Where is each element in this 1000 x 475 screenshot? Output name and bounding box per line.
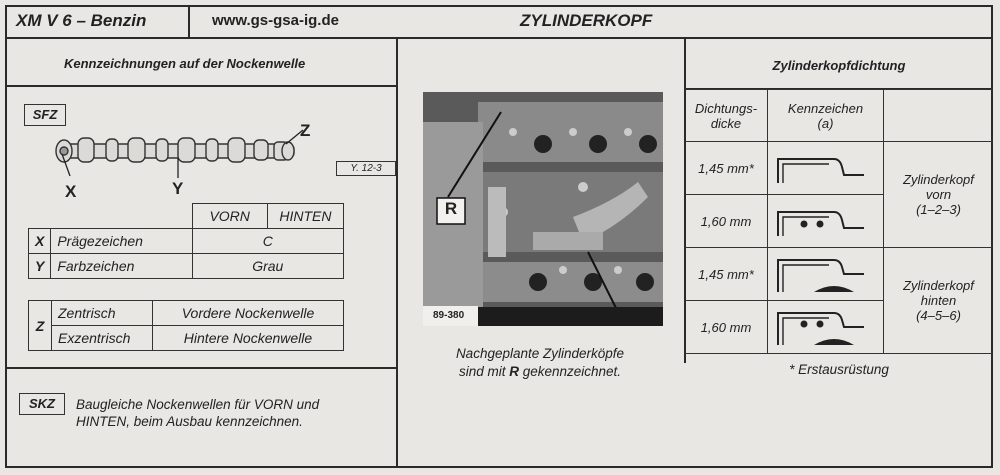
gasket-mark [767, 247, 884, 301]
skz-rule [5, 367, 397, 369]
col-vorn: VORN [191, 203, 268, 229]
caption-r-marker: R [509, 364, 519, 379]
reference-label: Y. 12-3 [336, 161, 396, 176]
gasket-mark [767, 141, 884, 195]
cylinder-head-photo: R 89-380 [423, 92, 663, 326]
gasket-thickness: 1,60 mm [685, 300, 768, 354]
table-row: Exzentrisch Hintere Nockenwelle [29, 325, 344, 351]
gasket-notch-dots-arc [777, 311, 864, 345]
table-row: X Prägezeichen C [27, 228, 345, 254]
row-label: Prägezeichen [50, 228, 193, 254]
left-title-rule [5, 85, 397, 87]
gasket-notch-arc [777, 258, 864, 292]
photo-caption-line1: Nachgeplante Zylinderköpfe [455, 346, 625, 361]
gasket-mark [767, 194, 884, 248]
table-row: 1,60 mm [685, 194, 993, 248]
row-key: Z [28, 300, 52, 351]
row-value: Hintere Nockenwelle [152, 325, 344, 351]
sfz-badge: SFZ [24, 104, 66, 126]
gasket-notch-two-dots [777, 210, 864, 236]
skz-text-line1: Baugleiche Nockenwellen für VORN und [76, 397, 320, 412]
camshaft-section-title: Kennzeichnungen auf der Nockenwelle [64, 56, 306, 71]
header-rule [5, 37, 993, 39]
right-column-divider [684, 38, 686, 363]
gasket-mark [767, 300, 884, 354]
table-row: 1,60 mm [685, 300, 993, 354]
gasket-title-rule [684, 88, 993, 90]
marking-table-header: VORN HINTEN [29, 203, 345, 229]
marker-x: X [65, 182, 77, 201]
photo-number: 89-380 [433, 310, 465, 321]
camshaft-drawing [55, 129, 304, 178]
gasket-table-header: Dichtungs-dicke Kennzeichen(a) [685, 89, 993, 142]
table-row: Y Farbzeichen Grau [27, 253, 345, 279]
col-mark: Kennzeichen(a) [767, 89, 884, 142]
website-label: www.gs-gsa-ig.de [212, 12, 339, 29]
marker-z: Z [300, 121, 311, 140]
row-label: Zentrisch [51, 300, 153, 326]
position-table: Z Zentrisch Vordere Nockenwelle Exzentri… [28, 300, 344, 351]
row-value: Vordere Nockenwelle [152, 300, 344, 326]
skz-text-line2: HINTEN, beim Ausbau kennzeichnen. [76, 414, 303, 429]
col-hinten: HINTEN [266, 203, 345, 229]
page-title: ZYLINDERKOPF [520, 11, 653, 30]
gasket-table: Dichtungs-dicke Kennzeichen(a) 1,45 mm* … [685, 89, 993, 354]
gasket-thickness: 1,60 mm [685, 194, 768, 248]
row-key: X [27, 228, 52, 254]
photo-caption-line2: sind mit R gekennzeichnet. [458, 364, 622, 379]
model-label: XM V 6 – Benzin [16, 11, 147, 30]
row-value: Grau [191, 253, 345, 279]
left-column-divider [396, 38, 398, 468]
gasket-section-title: Zylinderkopfdichtung [772, 58, 906, 73]
gasket-notch-plain [777, 157, 864, 183]
photo-marker-r: R [444, 199, 458, 218]
gasket-footnote: * Erstausrüstung [789, 362, 889, 377]
col-thickness: Dichtungs-dicke [685, 89, 768, 142]
gasket-thickness: 1,45 mm* [685, 247, 768, 301]
marker-y: Y [172, 179, 184, 198]
row-value: C [191, 228, 345, 254]
engine-illustration [423, 92, 663, 326]
row-key: Y [27, 253, 52, 279]
gasket-thickness: 1,45 mm* [685, 141, 768, 195]
marking-table: VORN HINTEN X Prägezeichen C Y Farbzeich… [27, 203, 345, 279]
row-label: Exzentrisch [51, 325, 153, 351]
skz-badge: SKZ [19, 393, 65, 415]
header-divider [188, 5, 190, 38]
table-row: Z Zentrisch Vordere Nockenwelle [28, 300, 344, 351]
row-label: Farbzeichen [50, 253, 193, 279]
